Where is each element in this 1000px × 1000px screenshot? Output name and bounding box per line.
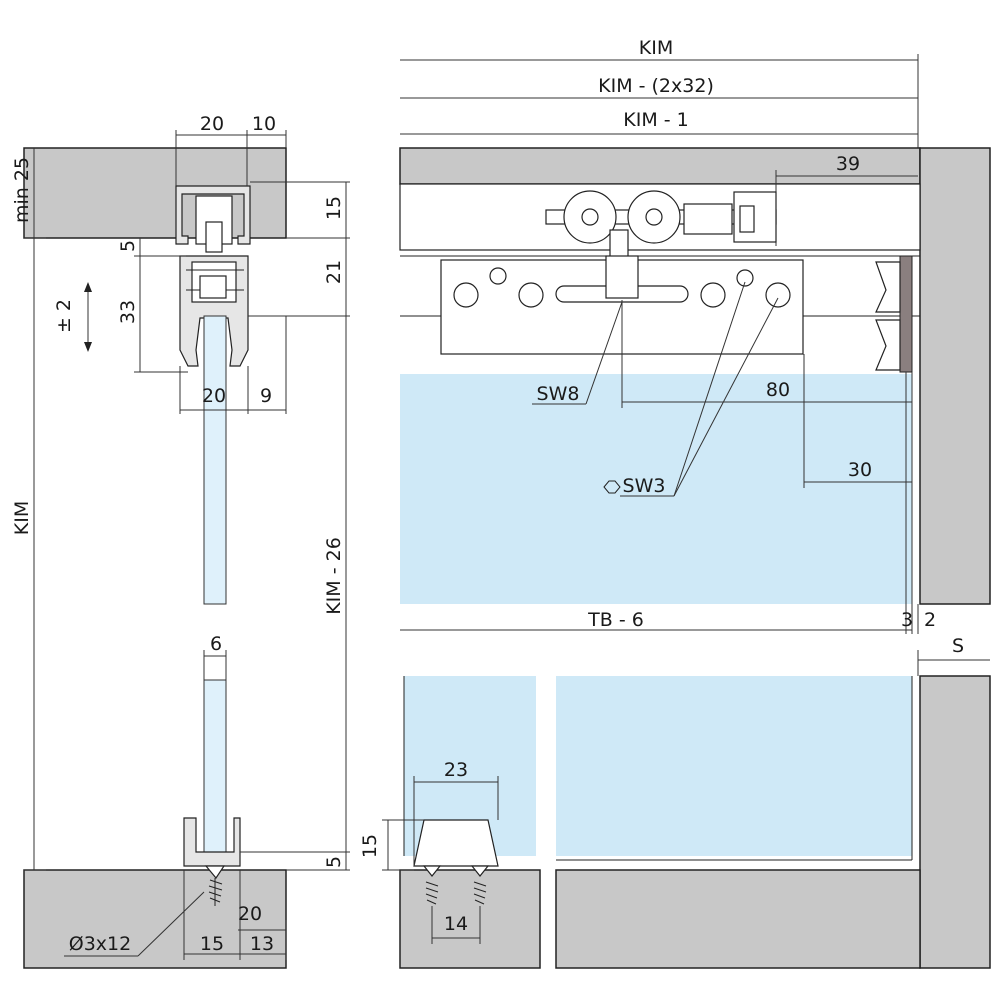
label-sw3: SW3 [623,475,666,497]
label-80: 80 [766,379,790,401]
label-10-top: 10 [252,113,276,135]
label-30: 30 [848,459,872,481]
label-39: 39 [836,153,860,175]
label-6: 6 [210,633,222,655]
roller-carriage [545,190,777,261]
floor-guide-right [413,819,499,905]
floor-guide-left [183,817,241,906]
label-min25: min 25 [11,157,33,223]
label-15-bottom: 15 [200,933,224,955]
label-14: 14 [444,913,468,935]
label-d3x12: Ø3x12 [69,933,131,955]
label-5-left: 5 [117,240,139,252]
glass-panel-lower-b [556,676,912,856]
label-5-bottom: 5 [323,856,345,868]
label-kim-left: KIM [11,501,33,535]
floor-block-right-b [555,869,921,969]
label-13: 13 [250,933,274,955]
label-20-mid: 20 [202,385,226,407]
label-2: 2 [924,609,936,631]
label-15-guide: 15 [359,834,381,858]
label-21: 21 [323,260,345,284]
label-20-top: 20 [200,113,224,135]
floor-block-left [23,869,287,969]
label-33: 33 [117,300,139,324]
wall-upper-right [919,147,991,605]
label-23: 23 [444,759,468,781]
label-kim-26: KIM - 26 [323,537,345,615]
floor-block-right-a [399,869,541,969]
label-kim-2x32: KIM - (2x32) [598,75,714,97]
label-sw8: SW8 [537,383,580,405]
label-kim-top: KIM [639,37,673,59]
glass-edge-upper [203,315,227,605]
label-3: 3 [901,609,913,631]
glass-edge-lower [203,679,227,867]
label-9: 9 [260,385,272,407]
hex-icon [603,480,621,494]
end-stop [875,255,913,373]
label-s: S [952,635,964,657]
rail-profile [175,185,251,253]
label-kim-1: KIM - 1 [623,109,688,131]
label-pm2: ± 2 [53,299,75,333]
clamp-profile [179,255,249,367]
label-tb-6: TB - 6 [587,609,644,631]
wall-lower-right [919,675,991,969]
label-15-right: 15 [323,196,345,220]
label-20-screw: 20 [238,903,262,925]
glass-panel-upper [400,374,912,604]
